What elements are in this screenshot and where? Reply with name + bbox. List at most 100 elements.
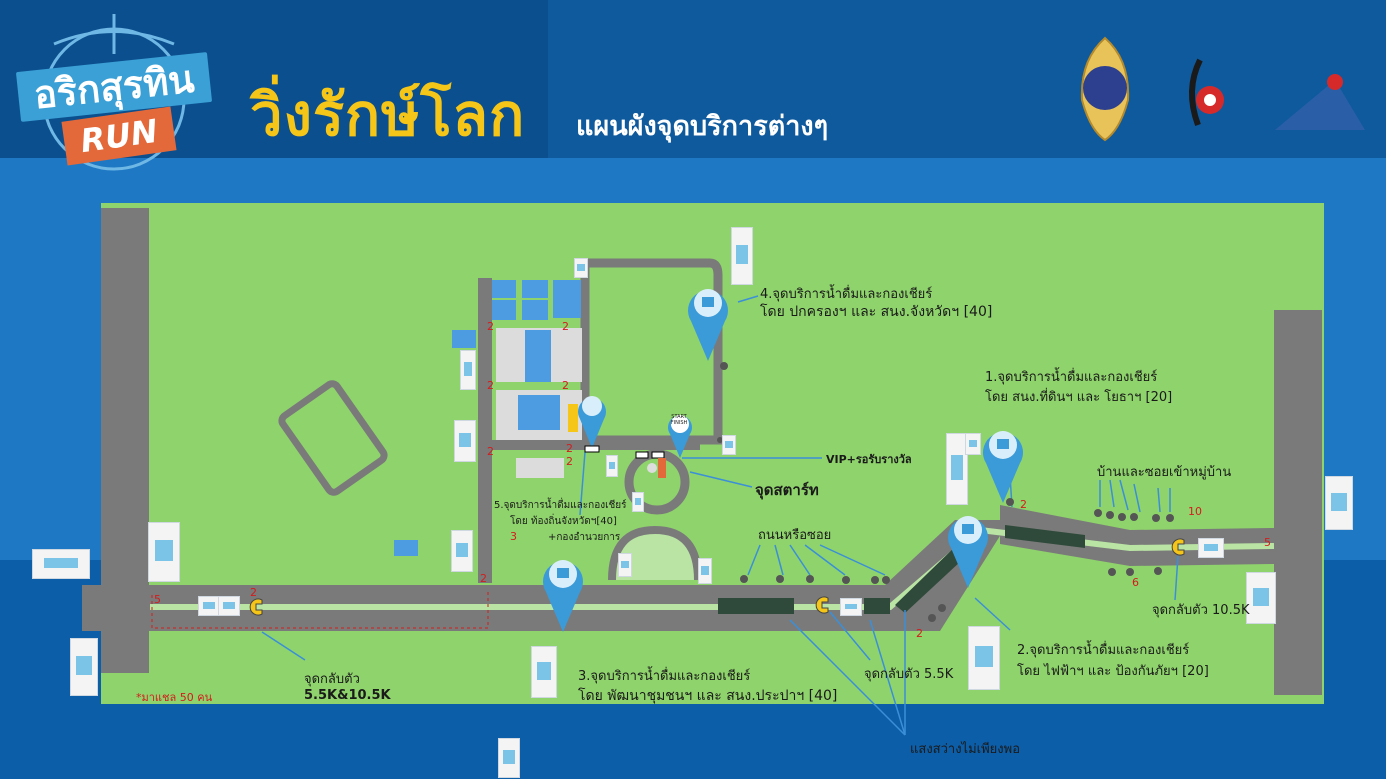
finish-marker [658,458,666,478]
info-poster [968,626,1000,690]
u-turn-icon-2 [815,596,829,614]
median-strip [895,540,975,613]
info-poster [840,598,862,616]
info-poster [731,227,753,285]
marshal-count: 2 [480,572,487,585]
marshal-note: *มาแชล 50 คน [136,691,213,704]
barrier [568,404,578,432]
marshal-count: 2 [1020,498,1027,511]
marshal-count: 2 [250,586,257,599]
marshal-count: 2 [562,379,569,392]
low-light-label: แสงสว่างไม่เพียงพอ [910,742,1021,757]
sports-track [278,380,388,496]
u-turn-both-label: จุดกลับตัว [304,672,360,687]
service-point-4-line1: 4.จุดบริการน้ำดื่มและกองเชียร์ [760,287,933,302]
no-turn-poster [1246,572,1276,624]
building [553,280,581,318]
u-turn-5-5k-label: จุดกลับตัว 5.5K [864,667,954,682]
info-poster [198,596,220,616]
service-point-1-line1: 1.จุดบริการน้ำดื่มและกองเชียร์ [985,370,1158,385]
marshal-line [151,590,489,629]
water-pin-icon-2 [948,516,988,588]
water-pin-icon-5 [578,396,606,448]
page-subtitle: แผนผังจุดบริการต่างๆ [576,111,829,142]
service-point-3-line2: โดย พัฒนาชุมชนฯ และ สนง.ประปาฯ [40] [578,688,838,704]
median-strip [718,598,794,614]
service-point-1-line2: โดย สนง.ที่ดินฯ และ โยธาฯ [20] [985,390,1173,405]
marshal-count: 2 [566,455,573,468]
header-stripe [548,0,1386,158]
marshal-count: 3 [510,530,517,543]
marshal-count: 2 [487,379,494,392]
marshal-count: 2 [566,442,573,455]
u-turn-10-5k-label: จุดกลับตัว 10.5K [1152,603,1250,618]
podium [647,463,657,473]
building [492,280,516,298]
no-turn-poster [70,638,98,696]
building [522,300,548,320]
marshal-count: 2 [916,627,923,640]
start-label: จุดสตาร์ท [755,481,819,499]
info-poster [218,596,240,616]
start-gate [651,451,665,459]
provincial-seal-icon [1080,36,1130,142]
water-pin-icon-4 [688,289,728,361]
info-poster [618,553,632,577]
info-poster [1198,538,1224,558]
service-point-2-line2: โดย ไฟฟ้าฯ และ ป้องกันภัยฯ [20] [1017,664,1209,679]
campus-west-road [478,278,492,583]
vip-label: VIP+รอรับรางวัล [826,453,912,466]
leader-lines [261,295,1179,736]
info-poster [454,420,476,462]
building [452,330,476,348]
info-poster [722,435,736,455]
start-sign-text: START FINISH [670,414,688,426]
road-alley-label: ถนนหรือซอย [758,528,832,543]
event-logo: อริกสุรทิน RUN [14,14,214,174]
houses-label: บ้านและซอยเข้าหมู่บ้าน [1097,465,1232,480]
info-poster [965,433,981,455]
marshal-count: 2 [562,320,569,333]
building [525,330,551,382]
u-turn-icon-3 [1171,538,1185,556]
info-poster [531,646,557,698]
parking-loop [608,525,702,581]
info-poster [498,738,520,778]
service-point-5-line2: โดย ท้องถิ่นจังหวัดฯ[40] [510,516,617,527]
info-poster [606,455,618,477]
median-strip [1005,525,1085,548]
u-turn-icon-1 [249,598,263,616]
right-road [1274,310,1322,695]
water-pin-icon-3 [543,560,583,632]
service-point-4-line2: โดย ปกครองฯ และ สนง.จังหวัดฯ [40] [760,304,993,320]
agency-logo-icon [1275,74,1365,130]
info-poster [632,492,644,512]
marshal-count: 5 [1264,536,1271,549]
building [518,395,560,430]
info-poster [574,258,588,278]
water-pin-icon-1 [983,431,1023,503]
diagonal-road [885,520,1010,631]
no-entry-poster [1325,476,1353,530]
building [492,300,516,320]
info-poster [451,530,473,572]
start-gate [635,451,649,459]
marshal-count: 2 [487,320,494,333]
start-pin-icon [668,415,692,458]
gate [584,445,600,453]
service-point-2-line1: 2.จุดบริการน้ำดื่มและกองเชียร์ [1017,643,1190,658]
service-point-5-line1: 5.จุดบริการน้ำดื่มและกองเชียร์ [494,500,627,511]
info-poster [460,350,476,390]
marshal-count: 10 [1188,505,1202,518]
no-entry-poster [148,522,180,582]
info-poster [946,433,968,505]
u-turn-both-distance: 5.5K&10.5K [304,688,391,703]
no-entry-poster [32,549,90,579]
building [522,280,548,298]
marshal-count: 5 [154,593,161,606]
service-point-5-line3: +กองอำนวยการ [548,532,621,543]
marshal-count: 6 [1132,576,1139,589]
service-point-3-line1: 3.จุดบริการน้ำดื่มและกองเชียร์ [578,669,751,684]
marshal-count: 2 [487,445,494,458]
u-turn-icons [249,538,1185,616]
